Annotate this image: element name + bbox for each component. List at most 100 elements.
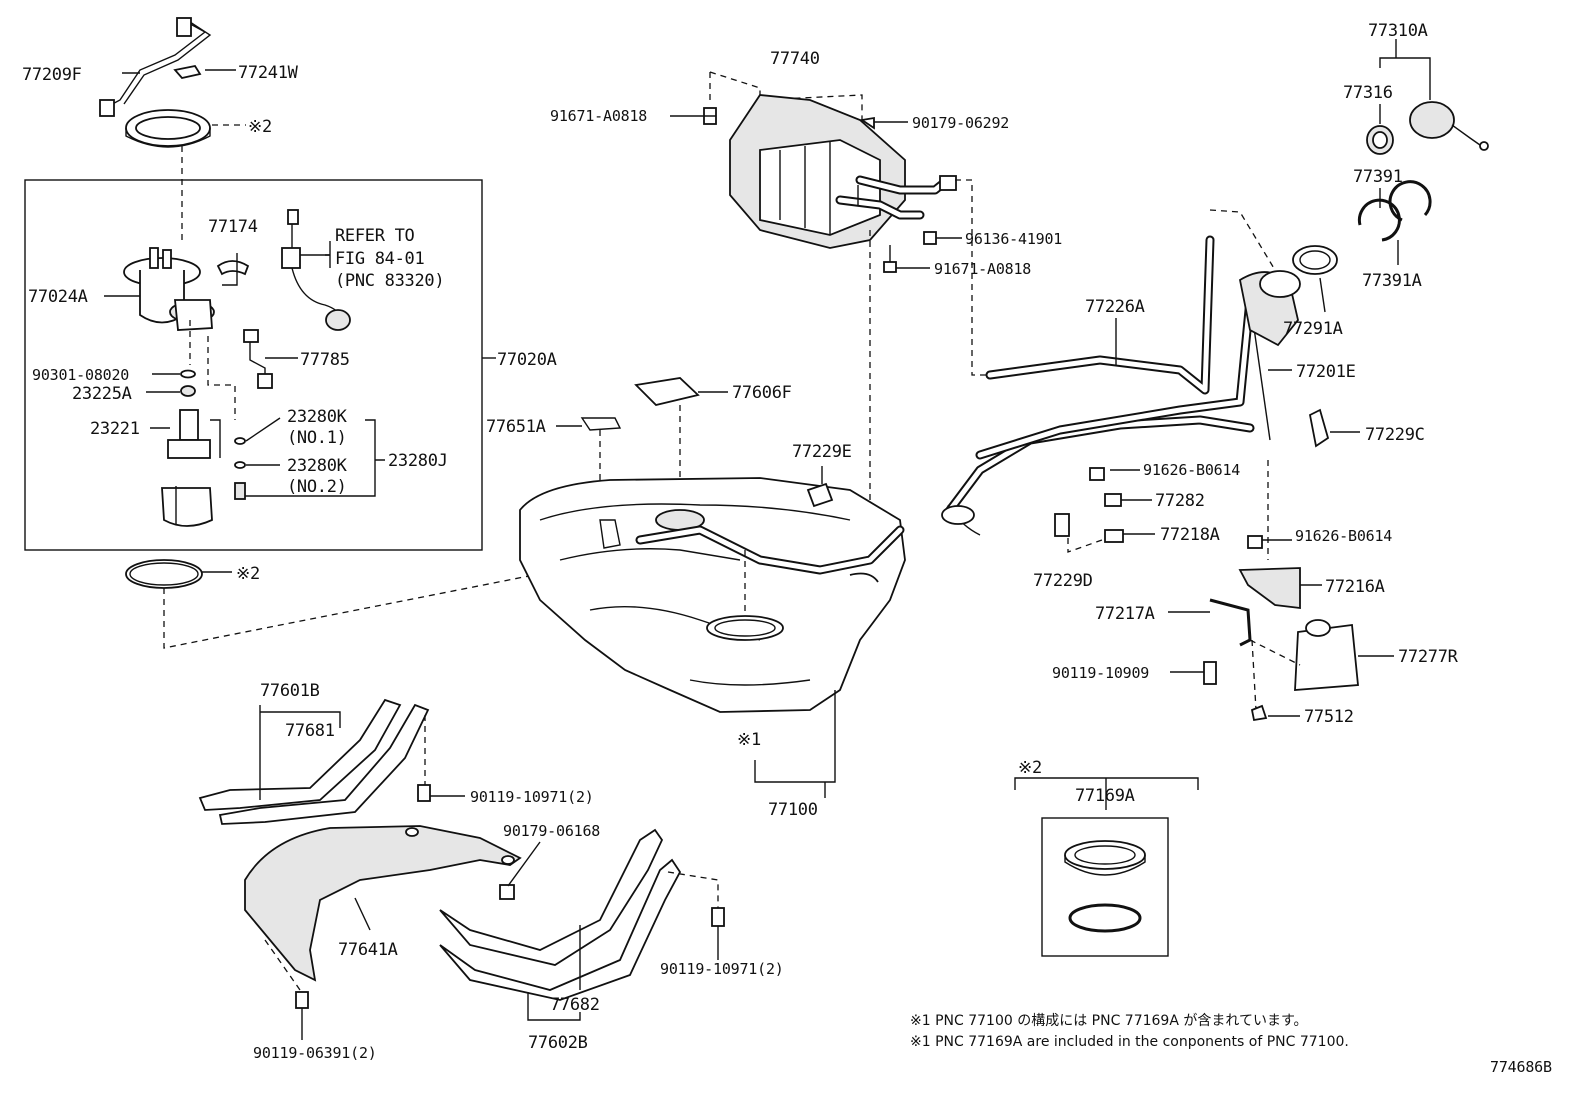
tank-band-77601B-part (198, 698, 402, 811)
fuel-pump-module-part (123, 247, 215, 331)
pressure-regulator-part (234, 482, 246, 500)
label-77681: 77681 (285, 721, 335, 741)
label-77785: 77785 (300, 350, 350, 370)
protector-77216A-part (1238, 567, 1301, 610)
label-91671-A0818-b: 91671-A0818 (934, 260, 1031, 278)
retainer-ring-77391A-part (1388, 180, 1432, 222)
leader-lines (104, 39, 1431, 1040)
o-ring-no2-part (234, 461, 246, 469)
bolt-90119-10971-b-part (711, 907, 725, 927)
tank-cushion-77681-part (218, 703, 430, 825)
filler-gasket-part (1292, 245, 1338, 275)
tank-band-77602B-part (439, 828, 664, 966)
bolt-91626-a-part (1089, 467, 1105, 481)
tank-pad-77651A-part (580, 417, 622, 431)
77169A-kit-group (1014, 777, 1199, 957)
pump-wire-harness-part (243, 329, 273, 389)
label-23280K-no2: 23280K (287, 456, 348, 476)
clamp-77229E-part (806, 482, 834, 508)
tube-clip-part (173, 64, 202, 79)
label-23225A: 23225A (72, 384, 132, 404)
label-91671-A0818-a: 91671-A0818 (550, 107, 647, 125)
figure-id: 774686B (1490, 1058, 1552, 1076)
fuel-pump-assembly-box (24, 179, 483, 551)
label-90119-06391: 90119-06391(2) (253, 1044, 377, 1062)
label-note1: ※1 (737, 730, 761, 750)
label-90119-10971-a: 90119-10971(2) (470, 788, 594, 806)
label-77740: 77740 (770, 49, 820, 69)
fuel-cap-part (1409, 101, 1455, 139)
label-91626-B0614-a: 91626-B0614 (1143, 461, 1240, 479)
label-77201E: 77201E (1296, 362, 1356, 382)
bracket-77218A-part (1104, 529, 1124, 543)
clamp-part (923, 231, 937, 245)
label-77602B: 77602B (528, 1033, 588, 1053)
label-no1: (NO.1) (287, 428, 347, 448)
tank-pad-77606F-part (634, 377, 700, 406)
part-labels: 77209F 77241W ※2 77174 REFER TO FIG 84-0… (22, 21, 1552, 1076)
fuel-filter-part (161, 487, 213, 527)
label-note2-top: ※2 (248, 117, 272, 137)
label-77241W: 77241W (238, 63, 299, 83)
label-77282: 77282 (1155, 491, 1205, 511)
o-ring-part (180, 369, 196, 379)
77169A-kit-box (1041, 817, 1169, 957)
fuel-pump-part (167, 409, 221, 459)
label-77209F: 77209F (22, 65, 82, 85)
label-note2-box: ※2 (1018, 758, 1042, 778)
label-77229D: 77229D (1033, 571, 1093, 591)
label-77601B: 77601B (260, 681, 320, 701)
label-90179-06292: 90179-06292 (912, 114, 1009, 132)
label-77216A: 77216A (1325, 577, 1385, 597)
label-77174: 77174 (208, 217, 258, 237)
label-77229C: 77229C (1365, 425, 1425, 445)
protector-77641A-part (244, 825, 522, 982)
label-77512: 77512 (1304, 707, 1354, 727)
retaining-ring-top-part (125, 109, 211, 148)
canister-nut-part (859, 116, 875, 130)
label-77229E: 77229E (792, 442, 852, 462)
footnote-japanese: ※1 PNC 77100 の構成には PNC 77169A が含まれています。 (910, 1013, 1308, 1029)
label-no2: (NO.2) (287, 477, 347, 497)
label-77100: 77100 (768, 800, 818, 820)
bolt-91626-b-part (1247, 535, 1263, 549)
clamp-77229C-part (1308, 408, 1330, 448)
label-77277R: 77277R (1398, 647, 1459, 667)
label-90179-06168: 90179-06168 (503, 822, 600, 840)
clip-77512-part (1250, 704, 1268, 722)
lower-straps-group (198, 698, 725, 1009)
protector-77277R-part (1294, 623, 1359, 691)
o-ring-no1-part (234, 437, 246, 445)
bolt-90119-10971-a-part (417, 784, 431, 802)
fuel-sender-wire-part (281, 209, 351, 331)
label-23280J: 23280J (388, 451, 448, 471)
label-refer-line2: FIG 84-01 (335, 249, 424, 269)
bracket-77217A-part (1209, 598, 1252, 647)
label-77020A: 77020A (497, 350, 557, 370)
label-77316: 77316 (1343, 83, 1393, 103)
label-77024A: 77024A (28, 287, 88, 307)
label-77641A: 77641A (338, 940, 398, 960)
clamp-77229D-part (1054, 513, 1070, 537)
label-23280K-no1: 23280K (287, 407, 348, 427)
footnote-english: ※1 PNC 77169A are included in the conpon… (910, 1034, 1349, 1050)
label-77169A: 77169A (1075, 786, 1135, 806)
label-77218A: 77218A (1160, 525, 1220, 545)
fuel-pump-group (24, 17, 611, 649)
canister-bolt-b-part (883, 261, 897, 273)
tank-cushion-77682-part (439, 858, 682, 1001)
label-90119-10909: 90119-10909 (1052, 664, 1149, 682)
label-77606F: 77606F (732, 383, 792, 403)
label-96136-41901: 96136-41901 (965, 230, 1062, 248)
label-refer-line1: REFER TO (335, 226, 415, 246)
label-77651A: 77651A (486, 417, 546, 437)
fuel-tank-group (519, 405, 906, 713)
gasket-mid-part (125, 559, 203, 589)
clip-77174-part (216, 260, 250, 276)
label-77291A: 77291A (1283, 319, 1343, 339)
label-23221: 23221 (90, 419, 140, 439)
bolt-90119-10909-part (1203, 661, 1217, 685)
label-77226A: 77226A (1085, 297, 1145, 317)
label-77217A: 77217A (1095, 604, 1155, 624)
cushion-part (180, 385, 196, 397)
